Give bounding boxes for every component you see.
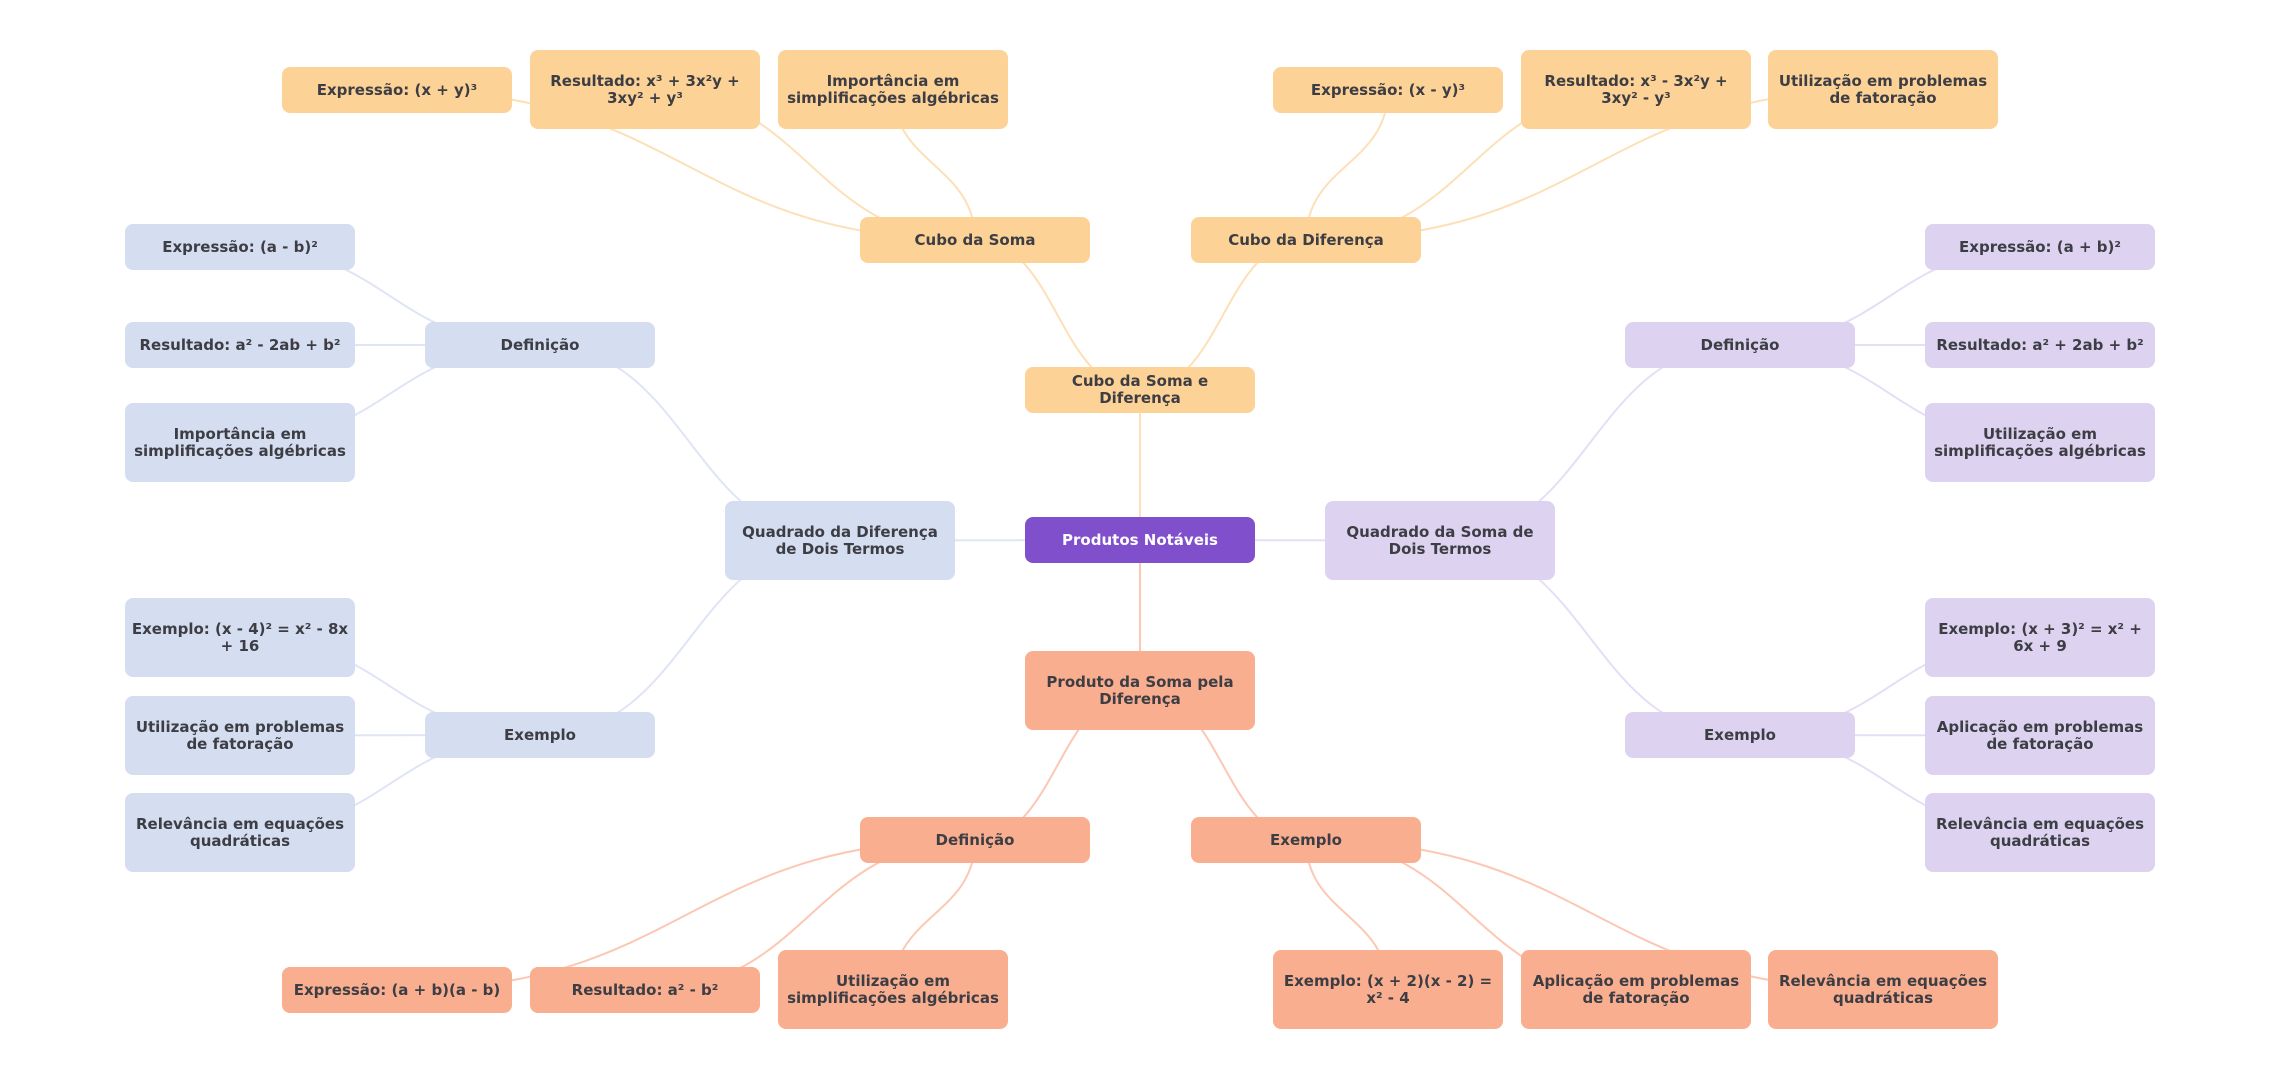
node-label: Importância em simplificações algébricas	[787, 72, 999, 107]
node-cubo-diferenca-expressao[interactable]: Expressão: (x - y)³	[1273, 67, 1503, 113]
node-label: Utilização em simplificações algébricas	[1934, 425, 2146, 460]
node-label: Cubo da Soma e Diferença	[1071, 372, 1209, 407]
node-label: Expressão: (a - b)²	[162, 237, 318, 256]
node-label: Relevância em equações quadráticas	[135, 815, 345, 850]
node-produto-expressao[interactable]: Expressão: (a + b)(a - b)	[282, 967, 512, 1013]
node-cubo-diferenca-resultado[interactable]: Resultado: x³ - 3x²y + 3xy² - y³	[1521, 50, 1751, 129]
node-quadrado-soma[interactable]: Quadrado da Soma de Dois Termos	[1325, 501, 1555, 580]
node-label: Relevância em equações quadráticas	[1778, 972, 1988, 1007]
node-label: Exemplo: (x - 4)² = x² - 8x + 16	[131, 620, 349, 655]
node-produto-resultado[interactable]: Resultado: a² - b²	[530, 967, 760, 1013]
node-label: Resultado: a² - b²	[571, 980, 719, 999]
node-label: Relevância em equações quadráticas	[1935, 815, 2145, 850]
node-produto-soma-diferenca[interactable]: Produto da Soma pela Diferença	[1025, 651, 1255, 730]
node-cubo-soma-expressao[interactable]: Expressão: (x + y)³	[282, 67, 512, 113]
node-label: Exemplo	[1270, 830, 1342, 849]
node-qs-resultado[interactable]: Resultado: a² + 2ab + b²	[1925, 322, 2155, 368]
node-qd-importancia[interactable]: Importância em simplificações algébricas	[125, 403, 355, 482]
node-label: Expressão: (a + b)²	[1959, 237, 2121, 256]
node-produto-exemplo-x-2[interactable]: Exemplo: (x + 2)(x - 2) = x² - 4	[1273, 950, 1503, 1029]
root-label: Produtos Notáveis	[1062, 530, 1218, 549]
node-quadrado-soma-definicao[interactable]: Definição	[1625, 322, 1855, 368]
node-cubo-soma-diferenca[interactable]: Cubo da Soma e Diferença	[1025, 367, 1255, 413]
node-label: Resultado: x³ - 3x²y + 3xy² - y³	[1544, 72, 1728, 107]
node-label: Importância em simplificações algébricas	[134, 425, 346, 460]
node-produto-relevancia-quadraticas[interactable]: Relevância em equações quadráticas	[1768, 950, 1998, 1029]
node-qd-relevancia-quadraticas[interactable]: Relevância em equações quadráticas	[125, 793, 355, 872]
node-label: Definição	[500, 335, 580, 354]
node-label: Exemplo: (x + 2)(x - 2) = x² - 4	[1283, 972, 1493, 1007]
connector-edge	[1305, 89, 1389, 241]
node-label: Utilização em simplificações algébricas	[787, 972, 999, 1007]
node-quadrado-diferenca-definicao[interactable]: Definição	[425, 322, 655, 368]
node-qs-relevancia-quadraticas[interactable]: Relevância em equações quadráticas	[1925, 793, 2155, 872]
node-label: Utilização em problemas de fatoração	[135, 718, 345, 753]
node-qs-aplicacao-fatoracao[interactable]: Aplicação em problemas de fatoração	[1925, 696, 2155, 775]
node-cubo-da-soma[interactable]: Cubo da Soma	[860, 217, 1090, 263]
node-label: Resultado: x³ + 3x²y + 3xy² + y³	[550, 72, 740, 107]
node-produto-definicao[interactable]: Definição	[860, 817, 1090, 863]
node-label: Aplicação em problemas de fatoração	[1532, 972, 1740, 1007]
node-label: Cubo da Soma	[914, 230, 1036, 249]
node-qs-expressao[interactable]: Expressão: (a + b)²	[1925, 224, 2155, 270]
node-label: Exemplo: (x + 3)² = x² + 6x + 9	[1938, 620, 2142, 655]
node-label: Expressão: (x - y)³	[1310, 80, 1466, 99]
node-produto-utilizacao[interactable]: Utilização em simplificações algébricas	[778, 950, 1008, 1029]
node-label: Exemplo	[504, 725, 576, 744]
node-label: Produto da Soma pela Diferença	[1046, 673, 1234, 708]
node-qd-exemplo-x-4[interactable]: Exemplo: (x - 4)² = x² - 8x + 16	[125, 598, 355, 677]
node-qd-resultado[interactable]: Resultado: a² - 2ab + b²	[125, 322, 355, 368]
node-label: Expressão: (a + b)(a - b)	[293, 980, 501, 999]
node-quadrado-soma-exemplo[interactable]: Exemplo	[1625, 712, 1855, 758]
node-qs-exemplo-x-3[interactable]: Exemplo: (x + 3)² = x² + 6x + 9	[1925, 598, 2155, 677]
node-qd-expressao[interactable]: Expressão: (a - b)²	[125, 224, 355, 270]
node-label: Definição	[1700, 335, 1780, 354]
node-qd-utilizacao-fatoracao[interactable]: Utilização em problemas de fatoração	[125, 696, 355, 775]
node-label: Definição	[935, 830, 1015, 849]
node-label: Exemplo	[1704, 725, 1776, 744]
node-quadrado-diferenca[interactable]: Quadrado da Diferença de Dois Termos	[725, 501, 955, 580]
node-label: Resultado: a² - 2ab + b²	[139, 335, 341, 354]
node-quadrado-diferenca-exemplo[interactable]: Exemplo	[425, 712, 655, 758]
node-label: Quadrado da Diferença de Dois Termos	[742, 523, 938, 558]
node-cubo-da-diferenca[interactable]: Cubo da Diferença	[1191, 217, 1421, 263]
node-cubo-soma-importancia[interactable]: Importância em simplificações algébricas	[778, 50, 1008, 129]
node-produto-exemplo[interactable]: Exemplo	[1191, 817, 1421, 863]
node-label: Aplicação em problemas de fatoração	[1936, 718, 2144, 753]
node-cubo-diferenca-utilizacao[interactable]: Utilização em problemas de fatoração	[1768, 50, 1998, 129]
node-label: Expressão: (x + y)³	[316, 80, 478, 99]
node-produto-aplicacao-fatoracao[interactable]: Aplicação em problemas de fatoração	[1521, 950, 1751, 1029]
node-label: Quadrado da Soma de Dois Termos	[1346, 523, 1534, 558]
node-label: Utilização em problemas de fatoração	[1778, 72, 1988, 107]
node-qs-utilizacao[interactable]: Utilização em simplificações algébricas	[1925, 403, 2155, 482]
root-node[interactable]: Produtos Notáveis	[1025, 517, 1255, 563]
node-label: Resultado: a² + 2ab + b²	[1936, 335, 2144, 354]
node-label: Cubo da Diferença	[1228, 230, 1384, 249]
node-cubo-soma-resultado[interactable]: Resultado: x³ + 3x²y + 3xy² + y³	[530, 50, 760, 129]
